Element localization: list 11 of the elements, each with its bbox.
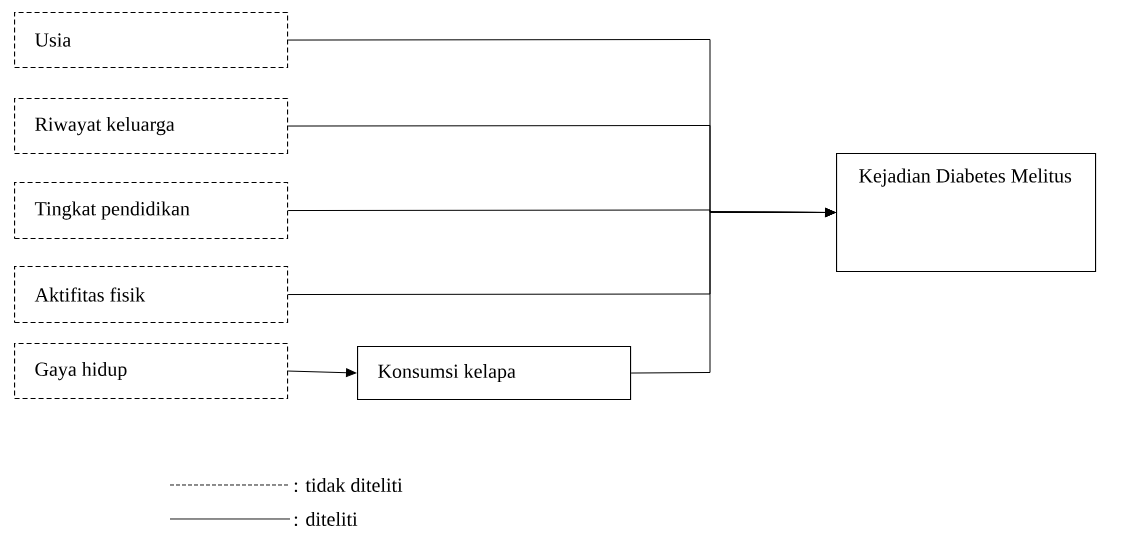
dashed-box: Riwayat keluarga	[14, 98, 289, 155]
arrow	[630, 208, 836, 374]
process-box: Kejadian Diabetes Melitus	[836, 153, 1097, 273]
process-box: Konsumsi kelapa	[357, 346, 632, 401]
legend-text: : diteliti	[294, 511, 358, 527]
legend-text: : tidak diteliti	[294, 477, 403, 493]
arrow	[287, 368, 357, 378]
dashed-box: Gaya hidup	[14, 343, 289, 400]
dashed-box: Tingkat pendidikan	[14, 182, 289, 240]
dashed-box: Usia	[14, 12, 289, 69]
dashed-box: Aktifitas fisik	[14, 266, 289, 324]
